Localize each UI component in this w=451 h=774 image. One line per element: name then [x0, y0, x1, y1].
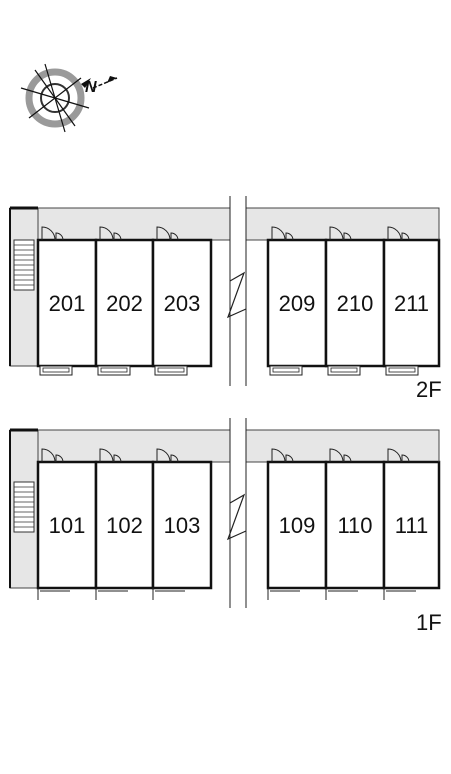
- room-203: 203: [151, 226, 213, 376]
- meter-box-icon: [113, 232, 122, 241]
- break-symbol: [226, 271, 247, 319]
- balcony: [154, 365, 188, 376]
- room-110: 110: [324, 448, 386, 600]
- meter-box-icon: [55, 232, 64, 241]
- door-icon: [99, 226, 114, 241]
- corridor: [9, 429, 440, 463]
- door-icon: [99, 448, 114, 463]
- floor-1f: 101 102 103 109 110 111 1F: [9, 418, 442, 635]
- room-number: 201: [49, 291, 86, 316]
- corridor: [9, 207, 440, 241]
- room-109: 109: [266, 448, 328, 600]
- compass-north-letter: N: [85, 79, 97, 96]
- door-icon: [41, 448, 56, 463]
- door-icon: [387, 448, 402, 463]
- room-102: 102: [94, 448, 155, 600]
- meter-box-icon: [285, 232, 294, 241]
- door-icon: [156, 226, 171, 241]
- door-icon: [329, 448, 344, 463]
- room-101: 101: [36, 448, 98, 600]
- room-number: 103: [164, 513, 201, 538]
- room-211: 211: [382, 226, 441, 376]
- door-icon: [329, 226, 344, 241]
- room-number: 101: [49, 513, 86, 538]
- room-number: 211: [394, 291, 429, 316]
- room-201: 201: [36, 226, 98, 376]
- room-number: 109: [279, 513, 316, 538]
- room-number: 202: [106, 291, 143, 316]
- room-number: 102: [106, 513, 143, 538]
- meter-box-icon: [170, 454, 179, 463]
- meter-box-icon: [113, 454, 122, 463]
- stairs-icon: [13, 481, 35, 533]
- room-209: 209: [266, 226, 328, 376]
- balcony: [327, 365, 361, 376]
- floor-2f: 201 202 203 209 210 211 2F: [9, 196, 442, 402]
- door-icon: [271, 448, 286, 463]
- balcony: [39, 365, 73, 376]
- door-icon: [156, 448, 171, 463]
- door-icon: [387, 226, 402, 241]
- room-202: 202: [94, 226, 155, 376]
- room-number: 111: [395, 513, 428, 538]
- balcony: [385, 365, 419, 376]
- floor-label: 1F: [416, 610, 442, 635]
- meter-box-icon: [343, 232, 352, 241]
- room-111: 111: [382, 448, 441, 600]
- floor-label: 2F: [416, 377, 442, 402]
- meter-box-icon: [401, 232, 410, 241]
- meter-box-icon: [170, 232, 179, 241]
- room-number: 110: [337, 513, 372, 538]
- meter-box-icon: [343, 454, 352, 463]
- balcony: [97, 365, 131, 376]
- compass-rose-icon: N: [20, 63, 118, 133]
- room-number: 209: [279, 291, 316, 316]
- room-103: 103: [151, 448, 213, 600]
- door-icon: [41, 226, 56, 241]
- room-number: 203: [164, 291, 201, 316]
- door-icon: [271, 226, 286, 241]
- meter-box-icon: [285, 454, 294, 463]
- room-number: 210: [337, 291, 374, 316]
- stairs-icon: [13, 239, 35, 291]
- meter-box-icon: [55, 454, 64, 463]
- break-symbol: [226, 493, 247, 541]
- balcony: [269, 365, 303, 376]
- meter-box-icon: [401, 454, 410, 463]
- room-210: 210: [324, 226, 386, 376]
